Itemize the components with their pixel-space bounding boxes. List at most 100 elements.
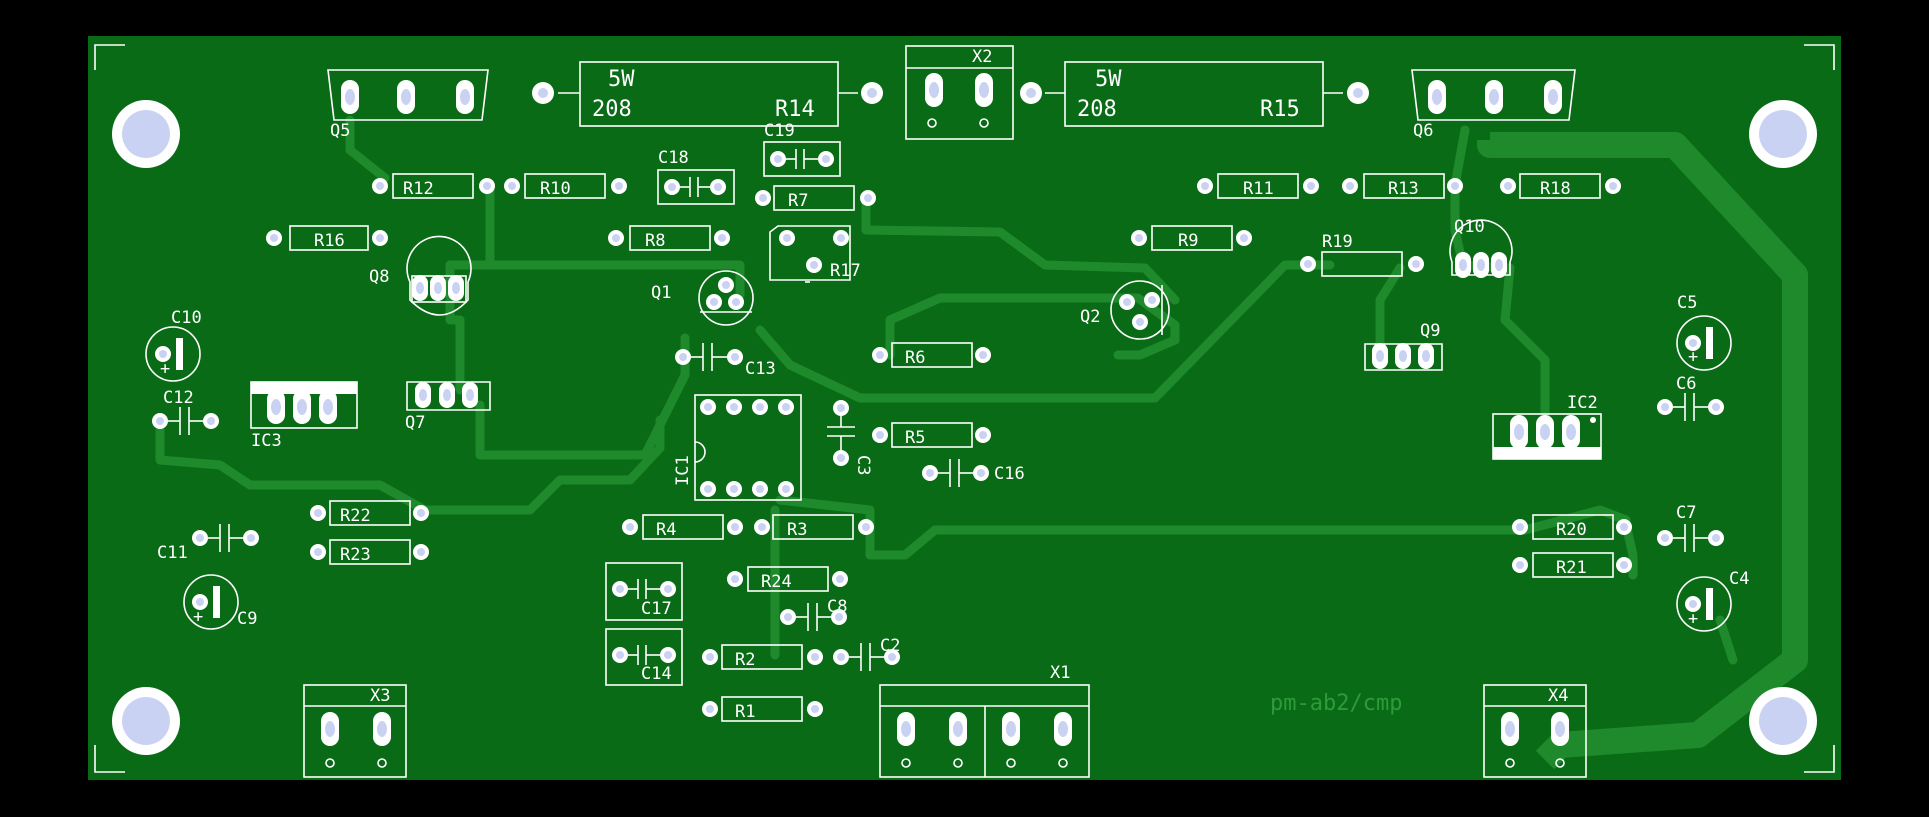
resistor-r22: R22 xyxy=(310,500,429,526)
r14-label: R14 xyxy=(775,97,815,122)
c18-label: C18 xyxy=(658,148,689,168)
c4-label: C4 xyxy=(1729,569,1749,589)
connector-x2: X2 xyxy=(905,45,1014,140)
r1-label: R1 xyxy=(735,702,755,722)
opamp-ic1: IC1 xyxy=(673,394,802,501)
r23-label: R23 xyxy=(340,545,371,565)
c12-label: C12 xyxy=(163,388,194,408)
x3-label: X3 xyxy=(370,686,390,706)
capacitor-c19: C19 xyxy=(763,121,841,177)
q2-label: Q2 xyxy=(1080,307,1100,327)
c17-label: C17 xyxy=(641,599,672,619)
resistor-r6: R6 xyxy=(872,342,991,368)
capacitor-c7: C7 xyxy=(1657,503,1724,552)
resistor-r24: R24 xyxy=(727,566,848,592)
r18-label: R18 xyxy=(1540,179,1571,199)
connector-x1: X1 xyxy=(879,663,1090,778)
resistor-r20: R20 xyxy=(1512,514,1632,540)
transistor-q10: Q10 xyxy=(1449,217,1513,278)
resistor-r11: R11 xyxy=(1197,173,1319,199)
c9-plus: + xyxy=(193,607,203,627)
c5-label: C5 xyxy=(1677,293,1697,313)
r19-label: R19 xyxy=(1322,232,1353,252)
r11-label: R11 xyxy=(1243,179,1274,199)
capacitor-c6: C6 xyxy=(1657,374,1724,421)
resistor-r23: R23 xyxy=(310,539,429,565)
resistor-r2: R2 xyxy=(702,644,823,670)
capacitor-c12: C12 xyxy=(152,388,219,435)
r22-label: R22 xyxy=(340,506,371,526)
r13-label: R13 xyxy=(1388,179,1419,199)
q8-label: Q8 xyxy=(369,267,389,287)
x2-label: X2 xyxy=(972,47,992,67)
r14-rating: 5W xyxy=(608,67,635,92)
transistor-q5: Q5 xyxy=(327,69,489,141)
r12-label: R12 xyxy=(403,179,434,199)
r6-label: R6 xyxy=(905,348,925,368)
r7-label: R7 xyxy=(788,191,808,211)
capacitor-c4: + C4 xyxy=(1676,569,1749,632)
transistor-q8: Q8 xyxy=(369,235,472,316)
resistor-r13: R13 xyxy=(1342,173,1463,199)
resistor-r8: R8 xyxy=(608,225,730,251)
transistor-q2: Q2 xyxy=(1080,280,1170,340)
r3-label: R3 xyxy=(787,520,807,540)
r15-rating: 5W xyxy=(1095,67,1122,92)
c11-label: C11 xyxy=(157,543,188,563)
capacitor-c11: C11 xyxy=(157,524,259,563)
ic1-label: IC1 xyxy=(673,455,693,486)
resistor-r19: R19 xyxy=(1300,232,1424,277)
transistor-q1: Q1 xyxy=(651,270,754,326)
transistor-q6: Q6 xyxy=(1411,69,1576,141)
c7-label: C7 xyxy=(1676,503,1696,523)
r8-label: R8 xyxy=(645,231,665,251)
connector-x3: X3 xyxy=(303,684,407,778)
capacitor-c5: + C5 xyxy=(1676,293,1732,371)
resistor-r21: R21 xyxy=(1512,552,1632,578)
capacitor-c14: C14 xyxy=(605,628,683,686)
capacitor-c17: C17 xyxy=(605,562,683,621)
power-resistor-r14: 5W 208 R14 xyxy=(532,61,883,127)
r15-value: 208 xyxy=(1077,97,1117,122)
r15-label: R15 xyxy=(1260,97,1300,122)
c19-label: C19 xyxy=(764,121,795,141)
resistor-r7: R7 xyxy=(755,185,876,211)
x4-label: X4 xyxy=(1548,686,1568,706)
q5-label: Q5 xyxy=(330,121,350,141)
capacitor-c2: C2 xyxy=(833,636,900,671)
ic2-label: IC2 xyxy=(1567,393,1598,413)
q7-label: Q7 xyxy=(405,413,425,433)
resistor-r16: R16 xyxy=(266,225,388,251)
trimmer-r17: R17 xyxy=(769,225,861,283)
c16-label: C16 xyxy=(994,464,1025,484)
ic3-label: IC3 xyxy=(251,431,282,451)
c13-label: C13 xyxy=(745,359,776,379)
c8-label: C8 xyxy=(827,597,847,617)
capacitor-c10: + C10 xyxy=(145,308,202,382)
r9-label: R9 xyxy=(1178,231,1198,251)
r24-label: R24 xyxy=(761,572,792,592)
r20-label: R20 xyxy=(1556,520,1587,540)
r10-label: R10 xyxy=(540,179,571,199)
r4-label: R4 xyxy=(656,520,676,540)
r16-label: R16 xyxy=(314,231,345,251)
power-resistor-r15: 5W 208 R15 xyxy=(1020,61,1369,127)
c10-label: C10 xyxy=(171,308,202,328)
r17-label: R17 xyxy=(830,261,861,281)
board-watermark: pm-ab2/cmp xyxy=(1270,691,1402,716)
q10-label: Q10 xyxy=(1454,217,1485,237)
resistor-r10: R10 xyxy=(504,173,627,199)
r2-label: R2 xyxy=(735,650,755,670)
resistor-r3: R3 xyxy=(754,514,874,540)
x1-label: X1 xyxy=(1050,663,1070,683)
transistor-q9: Q9 xyxy=(1364,321,1443,371)
capacitor-c9: + C9 xyxy=(183,574,257,630)
corner-marks xyxy=(94,44,1835,773)
r21-label: R21 xyxy=(1556,558,1587,578)
resistor-r18: R18 xyxy=(1500,173,1621,199)
resistor-r1: R1 xyxy=(702,696,823,722)
c10-plus: + xyxy=(160,359,170,379)
capacitor-c8: C8 xyxy=(780,597,847,631)
capacitor-c13: C13 xyxy=(675,343,776,379)
